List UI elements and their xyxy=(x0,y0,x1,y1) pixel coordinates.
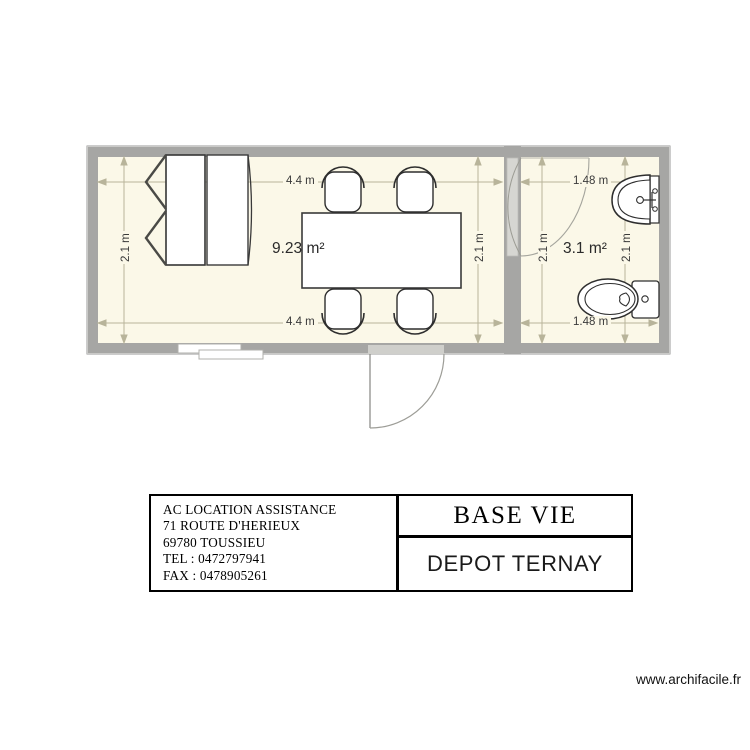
toilet-group xyxy=(577,278,660,320)
entry-door-group xyxy=(368,345,445,429)
company-fax: FAX : 0478905261 xyxy=(163,567,268,583)
dim-main-right-arrow-bottom xyxy=(474,334,482,345)
chair-seat xyxy=(396,171,434,213)
project-name-cell: DEPOT TERNAY xyxy=(399,538,631,590)
chair-bottom-left xyxy=(321,288,365,335)
project-name-label: DEPOT TERNAY xyxy=(427,551,603,576)
dim-bath-right-arrow-top xyxy=(621,155,629,166)
title-block: AC LOCATION ASSISTANCE 71 ROUTE D'HERIEU… xyxy=(149,494,633,592)
area-label-main-room: 9.23 m² xyxy=(272,240,325,257)
dim-main-right-arrow-top xyxy=(474,155,482,166)
dining-table-group xyxy=(301,212,462,289)
bathroom-door-leaf xyxy=(506,157,519,257)
dim-main-top-arrow-left xyxy=(96,178,107,186)
dim-main-top-arrow-right xyxy=(493,178,504,186)
chair-back-arc xyxy=(321,166,365,189)
company-tel: TEL : 0472797941 xyxy=(163,551,267,567)
chair-back-arc xyxy=(393,166,437,189)
company-street: 71 ROUTE D'HERIEUX xyxy=(163,518,301,534)
sink-basin-inner xyxy=(617,179,651,220)
wardrobe-panel-left-2 xyxy=(165,154,206,266)
chair-seat xyxy=(324,288,362,330)
sink-tap-cold-icon xyxy=(652,206,658,212)
wardrobe-door-chevron-bottom xyxy=(144,210,167,266)
chair-bottom-right xyxy=(393,288,437,335)
dining-table xyxy=(301,212,462,289)
wardrobe-panel-right xyxy=(206,154,249,266)
wardrobe-door-chevron-top xyxy=(144,154,167,210)
dim-bath-top-arrow-left xyxy=(519,178,530,186)
chairs-group xyxy=(321,166,437,335)
chair-seat xyxy=(324,171,362,213)
dim-main-left-arrow-top xyxy=(120,155,128,166)
chair-back-arc xyxy=(321,312,365,335)
project-type-label: BASE VIE xyxy=(453,501,577,529)
project-type-cell: BASE VIE xyxy=(399,496,631,538)
toilet-bowl-inner xyxy=(584,282,636,316)
company-name: AC LOCATION ASSISTANCE xyxy=(163,502,337,517)
dim-label-main-width-top: 4.4 m xyxy=(283,175,318,187)
chair-top-left xyxy=(321,166,365,213)
dim-main-bottom-arrow-right xyxy=(493,319,504,327)
dim-bath-left-arrow-top xyxy=(538,155,546,166)
chair-seat xyxy=(396,288,434,330)
entry-door-swing-arc xyxy=(369,353,445,429)
sink-drain-icon xyxy=(636,196,644,204)
title-block-project-info: BASE VIE DEPOT TERNAY xyxy=(399,496,631,590)
site-watermark: www.archifacile.fr xyxy=(635,672,741,687)
area-label-bathroom: 3.1 m² xyxy=(563,240,607,257)
entry-door-opening xyxy=(368,345,444,354)
sink-tap-hot-icon xyxy=(652,188,658,194)
window-group xyxy=(177,343,264,360)
toilet-flush-button-icon xyxy=(641,295,649,303)
chair-top-right xyxy=(393,166,437,213)
dim-bath-left-arrow-bottom xyxy=(538,334,546,345)
title-block-company-info: AC LOCATION ASSISTANCE 71 ROUTE D'HERIEU… xyxy=(151,496,399,590)
wardrobe-panel-left xyxy=(165,154,206,266)
company-city: 69780 TOUSSIEU xyxy=(163,534,266,550)
dim-label-main-height: 2.1 m xyxy=(120,231,132,264)
window-frame-inner xyxy=(198,349,264,360)
dim-label-bath-height-right: 2.1 m xyxy=(621,231,633,264)
wardrobe-cabinet-group xyxy=(144,154,253,266)
bathroom-door-swing-arc xyxy=(507,157,522,257)
dim-label-main-height-right: 2.1 m xyxy=(474,231,486,264)
toilet-seat-detail xyxy=(619,292,631,307)
dim-label-bath-width-top: 1.48 m xyxy=(570,175,612,187)
dim-main-left-arrow-bottom xyxy=(120,334,128,345)
dim-bath-bottom-arrow-left xyxy=(519,319,530,327)
dim-main-bottom-arrow-left xyxy=(96,319,107,327)
wardrobe-right-curve xyxy=(247,154,253,266)
sink-group xyxy=(611,174,660,225)
dim-label-main-width-bottom: 4.4 m xyxy=(283,316,318,328)
dim-bath-bottom-arrow-right xyxy=(648,319,659,327)
dim-bath-right-arrow-bottom xyxy=(621,334,629,345)
chair-back-arc xyxy=(393,312,437,335)
dim-label-bath-width-bottom: 1.48 m xyxy=(570,316,612,328)
dim-label-bath-height-left: 2.1 m xyxy=(538,231,550,264)
